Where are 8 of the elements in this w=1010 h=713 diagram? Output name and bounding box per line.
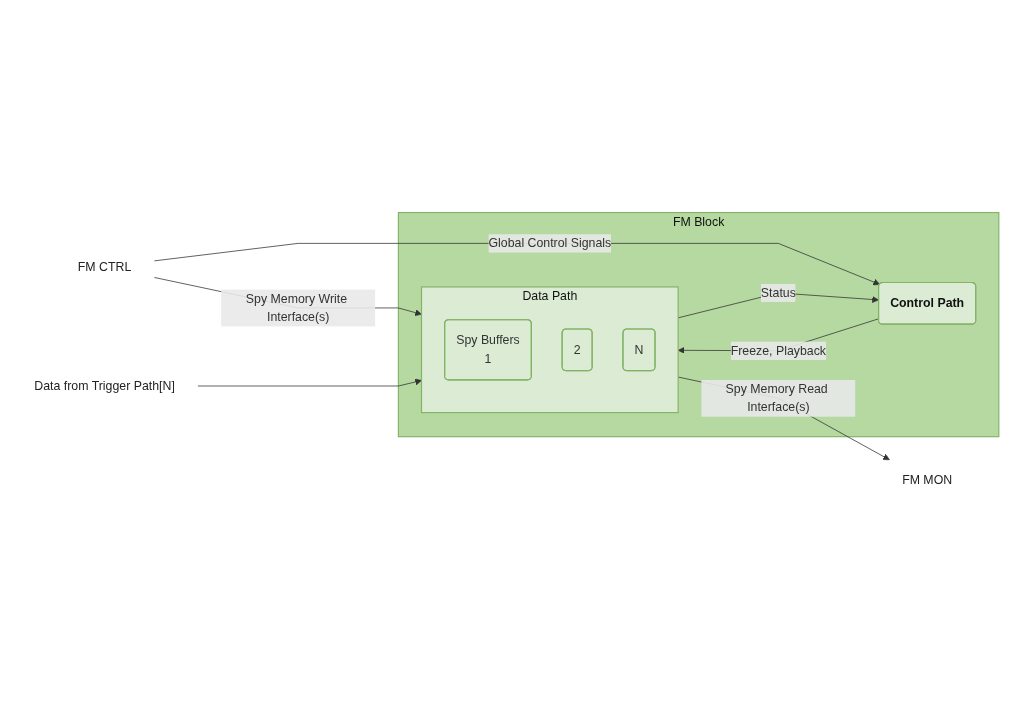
edge-label: Global Control Signals [488,235,612,250]
edge-label: Spy Memory Write Interface(s) [245,291,348,323]
node-text: FM CTRL [77,259,132,273]
node-text: Data from Trigger Path[N] [34,378,175,392]
edge-label: Status [760,285,796,299]
edge-label: Spy Memory Read Interface(s) [725,381,828,414]
node-text: FM MON [902,473,953,487]
edge-label: Freeze, Playback [730,343,826,357]
